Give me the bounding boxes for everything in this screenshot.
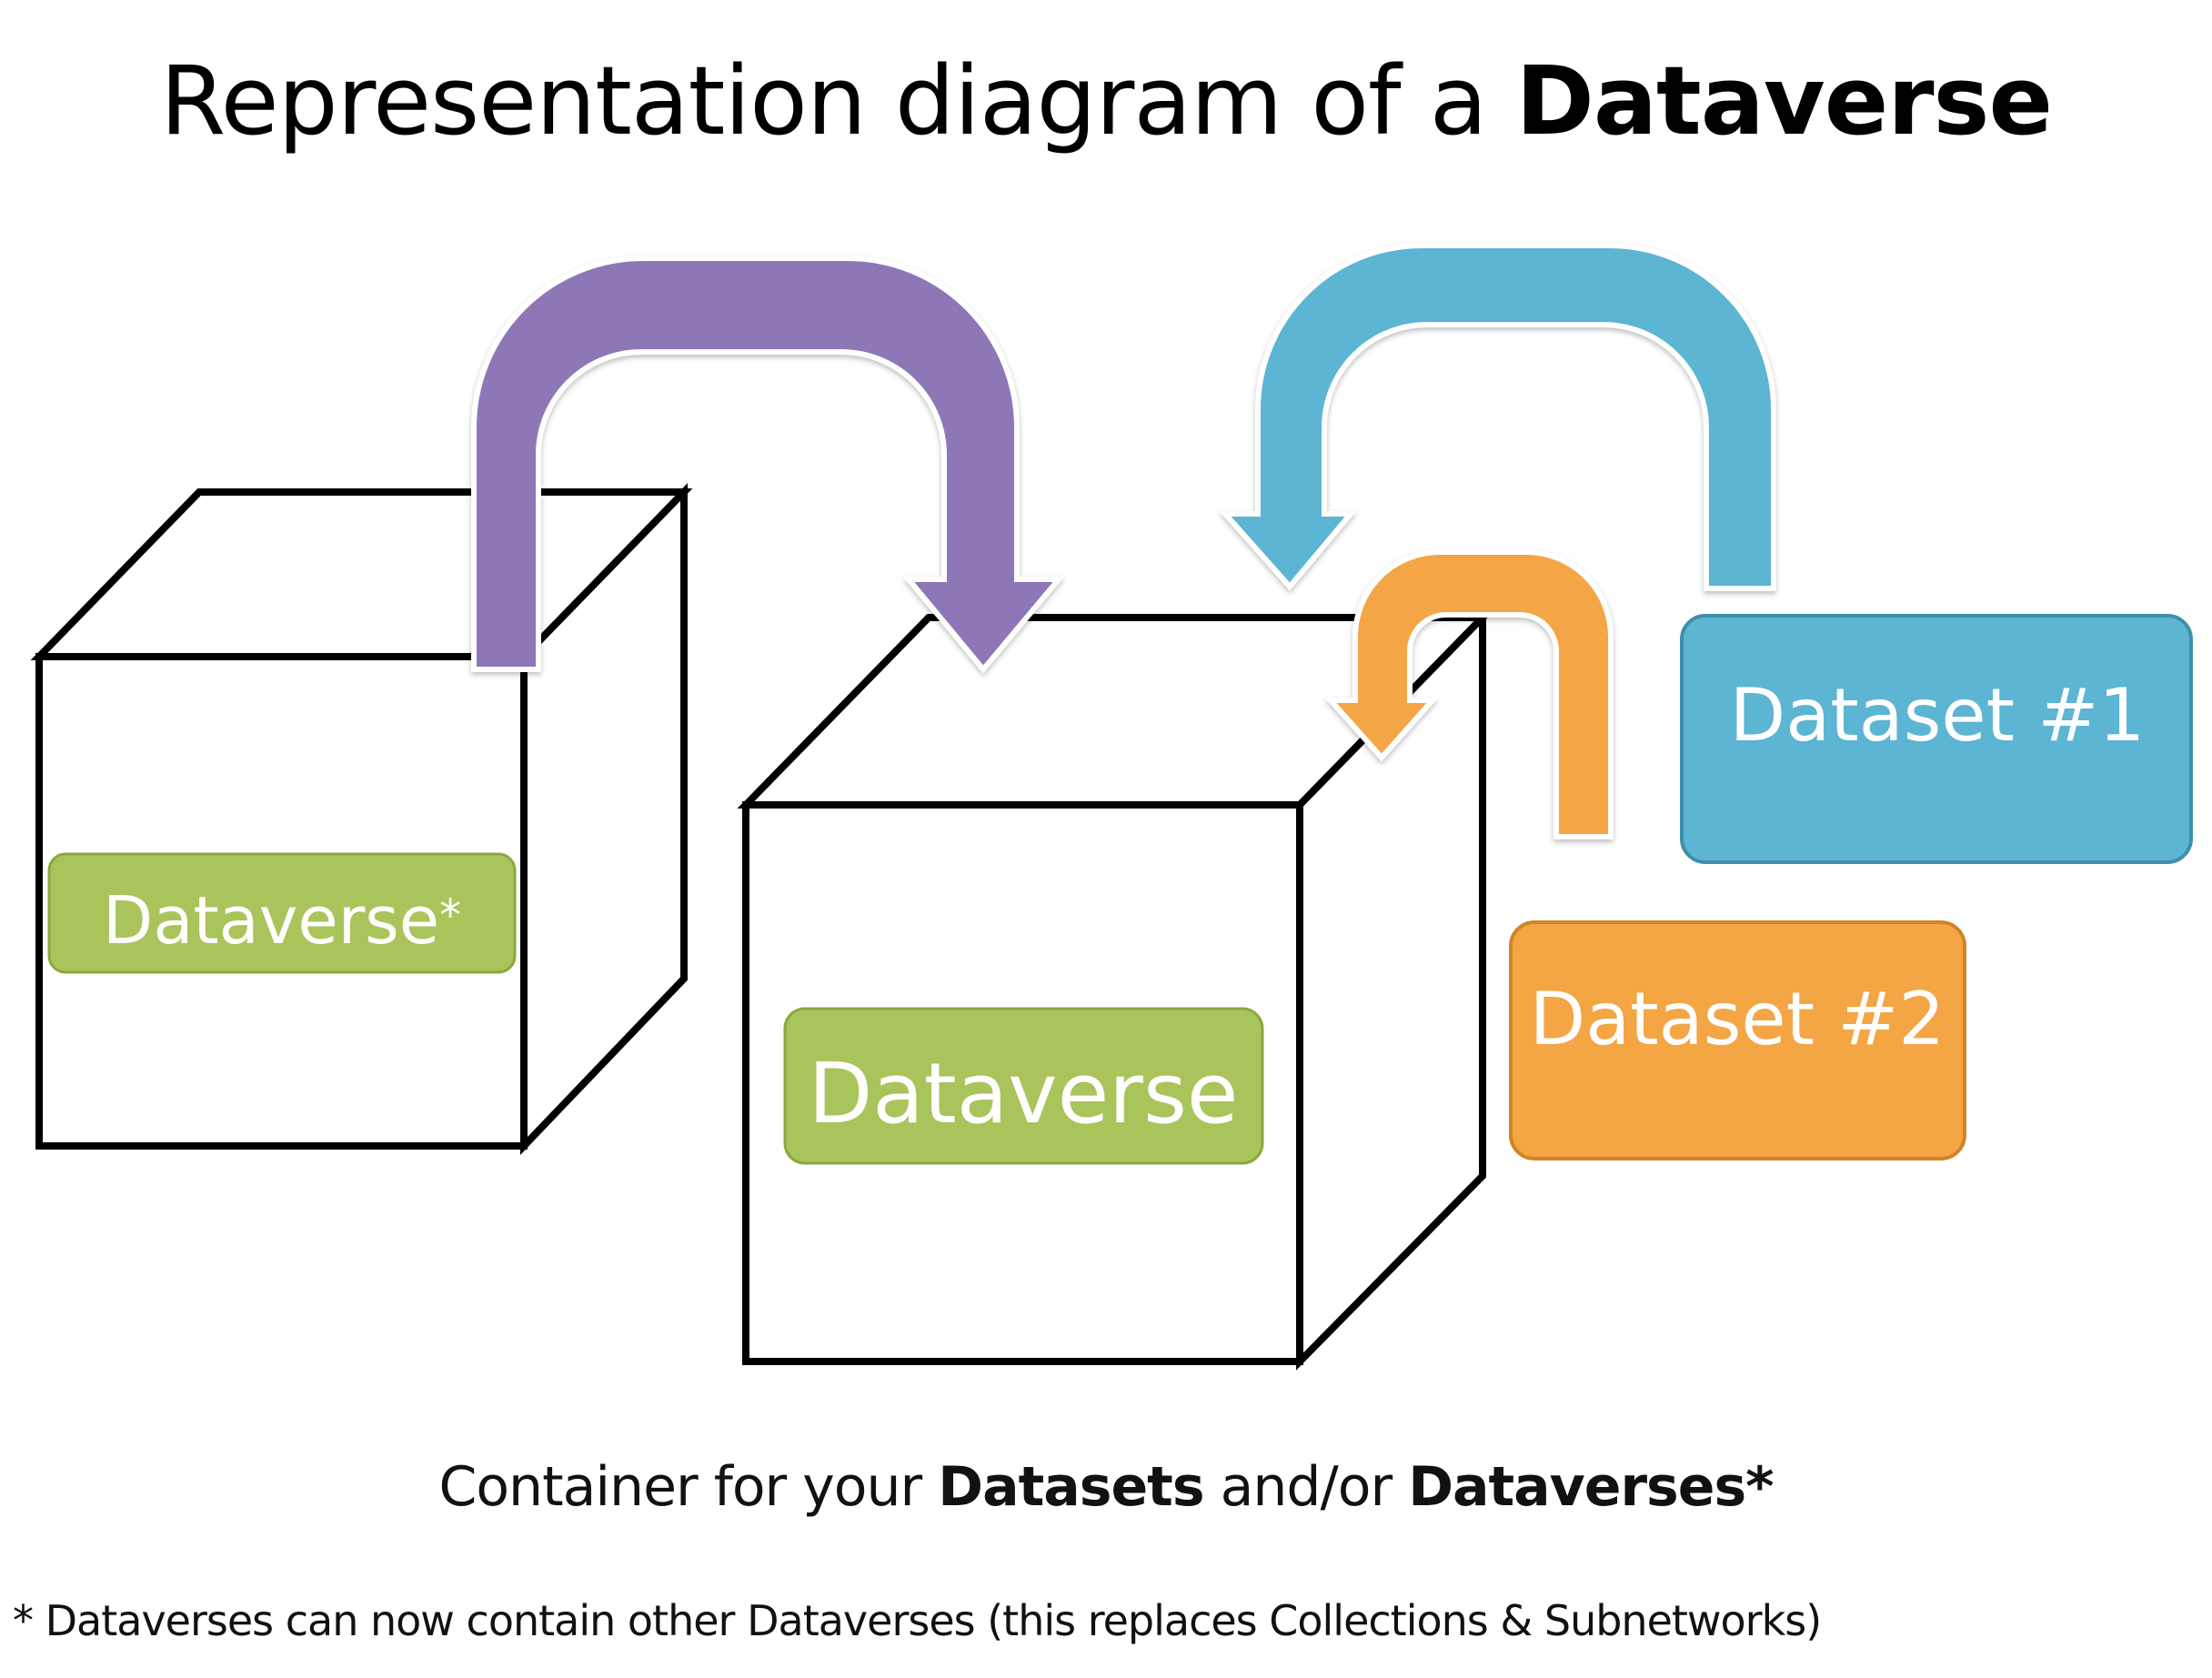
title-bold-text: Dataverse [1515,45,2053,156]
dataset-1-label: Dataset #1 [1680,614,2193,864]
caption-bold-datasets: Datasets [938,1455,1204,1519]
cube-child-dataverse [30,483,693,1155]
title-text: Representation diagram of a [160,45,1516,156]
label-background [1509,920,1966,1161]
child-dataverse-label: Dataverse* [47,852,517,974]
dataset-2-label: Dataset #2 [1509,920,1966,1161]
label-background [783,1007,1264,1165]
caption-bold-dataverses: Dataverses* [1408,1455,1774,1519]
label-text: Dataverse [808,1045,1238,1142]
footnote: * Dataverses can now contain other Datav… [13,1596,1822,1645]
label-background [47,852,517,974]
purple-arrow-icon [471,256,1065,674]
svg-text:Dataverse*: Dataverse* [103,882,461,959]
label-text: Dataverse [103,882,439,959]
diagram-title: Representation diagram of a Dataverse [0,45,2212,156]
label-background [1680,614,2193,864]
blue-arrow-icon [1219,243,1776,591]
caption-text-2: and/or [1203,1455,1409,1519]
label-asterisk: * [439,890,461,941]
orange-arrow-icon [1324,549,1614,839]
label-text: Dataset #1 [1730,673,2146,758]
diagram-caption: Container for your Datasets and/or Datav… [0,1455,2212,1519]
label-text: Dataset #2 [1530,977,1946,1061]
caption-text-1: Container for your [438,1455,939,1519]
parent-dataverse-label: Dataverse [783,1007,1264,1165]
